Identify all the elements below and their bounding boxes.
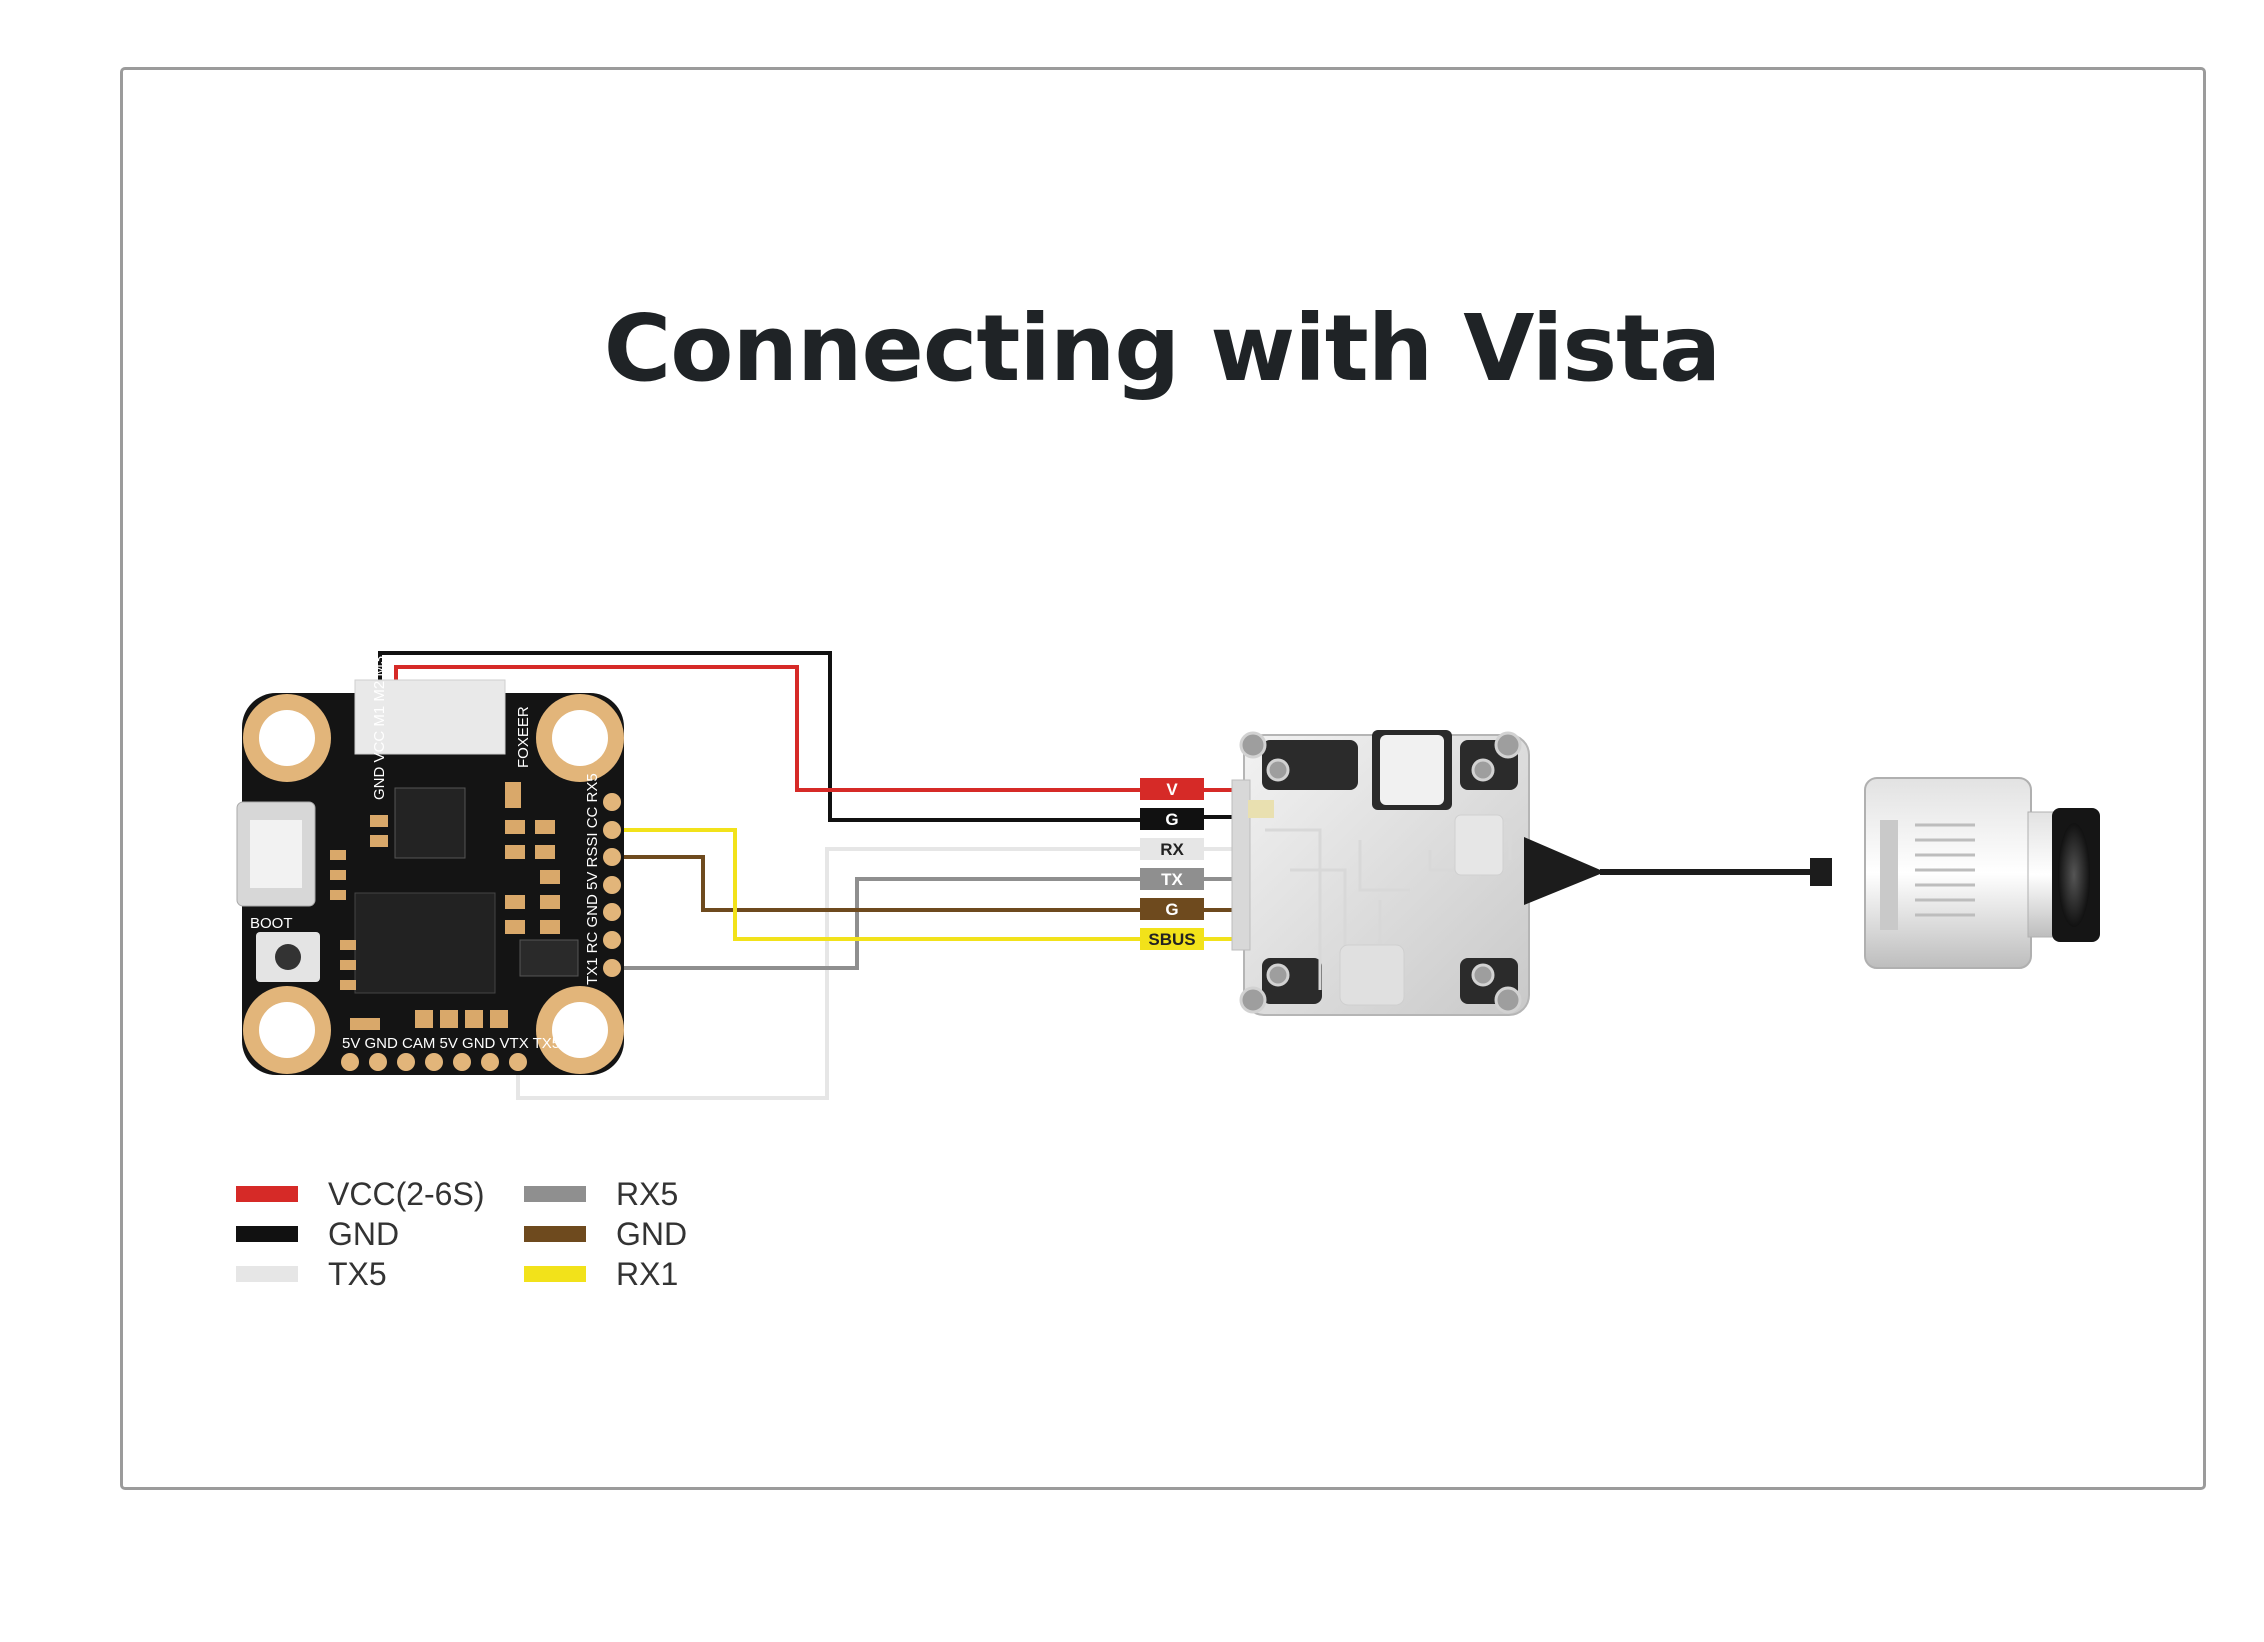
fc-brand-text: FOXEER — [515, 706, 532, 768]
vista-pin-tag — [1140, 928, 1204, 950]
diagram-title: Connecting with Vista — [603, 295, 1722, 402]
legend-label: RX1 — [616, 1256, 679, 1292]
vista-pin-label: G — [1165, 900, 1178, 919]
legend-label: GND — [328, 1216, 400, 1252]
fc-pcb — [242, 693, 624, 1075]
fc-mcu-chip — [354, 892, 496, 994]
vista-pin-tag — [1140, 778, 1204, 800]
vista-pin-tag — [1140, 808, 1204, 830]
wire-tx5 — [516, 847, 1232, 1100]
vista-pin-label: TX — [1161, 870, 1183, 889]
wire-legend: VCC(2-6S) GND TX5 RX5 GND RX1 — [236, 1174, 756, 1304]
fc-top-connector — [354, 679, 506, 755]
legend-swatch — [524, 1186, 586, 1202]
wire-gnd-brown — [612, 855, 1232, 912]
vista-pin-label: G — [1165, 810, 1178, 829]
legend-label: VCC(2-6S) — [328, 1176, 485, 1212]
fc-boot-label: BOOT — [250, 915, 293, 932]
legend-label: GND — [616, 1216, 688, 1252]
flight-controller-board: FOXEER BOOT GND VCC M1 M2 M3 M4 Curr RX4… — [236, 564, 624, 1075]
vista-pin-tag — [1140, 868, 1204, 890]
legend-label: RX5 — [616, 1176, 679, 1212]
legend-swatch — [524, 1266, 586, 1282]
fc-right-pins-text: TX1 RC GND 5V RSSI CC RX5 — [584, 773, 601, 985]
fc-top-pins-text: GND VCC M1 M2 M3 M4 Curr RX4 — [371, 564, 388, 800]
fc-bottom-pins-text: 5V GND CAM 5V GND VTX TX5 — [342, 1035, 560, 1052]
camera — [1864, 777, 2100, 969]
vista-antenna-connector — [1524, 837, 1605, 905]
vista-pin-label: V — [1166, 780, 1178, 799]
legend-label: TX5 — [328, 1256, 387, 1292]
wire-rx1 — [612, 828, 1232, 941]
vista-pin-label: RX — [1160, 840, 1184, 859]
vista-pin-tag — [1140, 838, 1204, 860]
legend-swatch — [236, 1266, 298, 1282]
vista-unit — [1231, 730, 1832, 1016]
vista-pin-label: SBUS — [1148, 930, 1195, 949]
legend-swatch — [524, 1226, 586, 1242]
wire-rx5 — [612, 877, 1232, 970]
legend-swatch — [236, 1186, 298, 1202]
legend-swatch — [236, 1226, 298, 1242]
vista-pin-tag — [1140, 898, 1204, 920]
